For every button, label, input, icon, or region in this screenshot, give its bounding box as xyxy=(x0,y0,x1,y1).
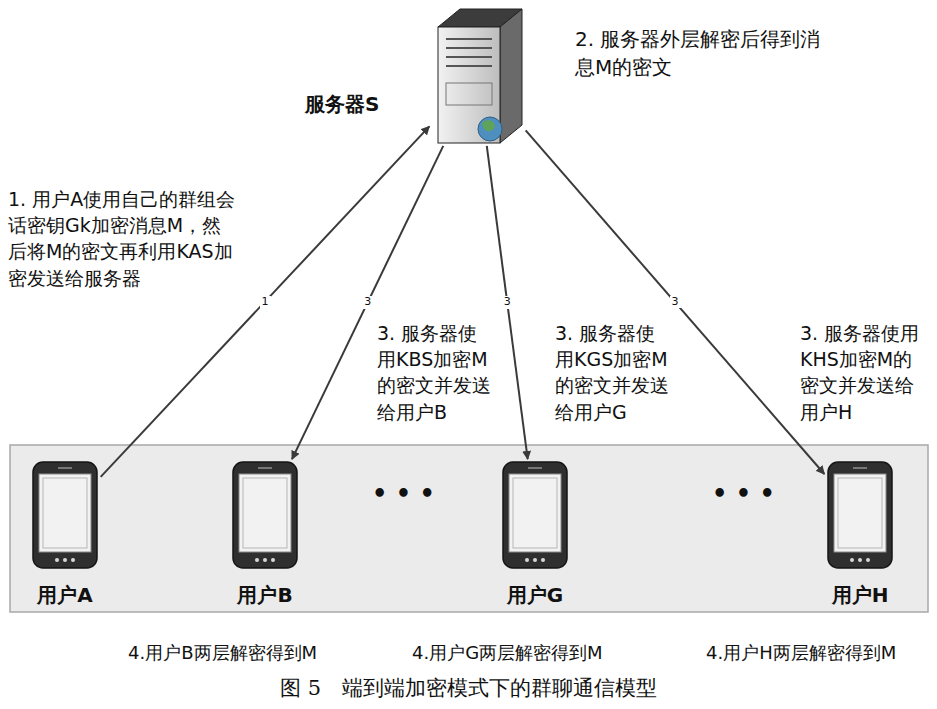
step-note: 4.用户G两层解密得到M xyxy=(412,641,652,666)
phone-icon: 用户A xyxy=(30,460,100,570)
step-number: 3 xyxy=(502,296,513,308)
message-arrow xyxy=(101,126,430,477)
step-note: 3. 服务器使用KGS加密M的密文并发送给用户G xyxy=(555,320,673,425)
server-drawing xyxy=(430,5,525,145)
user-name: 用户H xyxy=(832,582,889,609)
server-icon: 服务器S xyxy=(430,5,525,145)
step-number: 3 xyxy=(362,296,373,308)
user-name: 用户A xyxy=(37,582,92,609)
step-note: 3. 服务器使用KBS加密M的密文并发送给用户B xyxy=(377,320,495,425)
phone-drawing xyxy=(230,460,300,570)
phone-drawing xyxy=(30,460,100,570)
user-band xyxy=(10,445,928,612)
ellipsis-dots: • • • xyxy=(372,478,452,511)
phone-icon: 用户G xyxy=(500,460,570,570)
step-note: 4.用户H两层解密得到M xyxy=(706,641,934,666)
ellipsis-dots: • • • xyxy=(712,478,792,511)
phone-drawing xyxy=(500,460,570,570)
message-arrow xyxy=(487,146,528,459)
step-number: 1 xyxy=(260,296,271,308)
figure-caption: 图 5 端到端加密模式下的群聊通信模型 xyxy=(0,674,937,703)
step-note: 1. 用户A使用自己的群组会话密钥Gk加密消息M，然后将M的密文再利用KAS加密… xyxy=(8,186,240,291)
step-note: 3. 服务器使用KHS加密M的密文并发送给用户H xyxy=(800,320,922,425)
phone-icon: 用户H xyxy=(825,460,895,570)
message-arrow xyxy=(526,130,825,474)
phone-drawing xyxy=(825,460,895,570)
user-name: 用户B xyxy=(237,582,292,609)
phone-icon: 用户B xyxy=(230,460,300,570)
step-note: 2. 服务器外层解密后得到消息M的密文 xyxy=(575,26,825,81)
server-name: 服务器S xyxy=(305,91,379,118)
user-name: 用户G xyxy=(507,582,563,609)
step-number: 3 xyxy=(670,296,681,308)
step-note: 4.用户B两层解密得到M xyxy=(128,641,368,666)
